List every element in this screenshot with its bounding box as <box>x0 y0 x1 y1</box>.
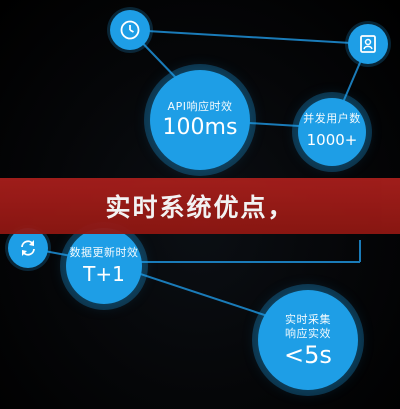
data-update-node: 数据更新时效 T+1 <box>66 228 142 304</box>
concurrent-users-label: 并发用户数 <box>303 112 361 125</box>
data-update-value: T+1 <box>83 262 125 286</box>
api-response-value: 100ms <box>162 115 238 140</box>
id-card-icon <box>360 35 376 53</box>
caption-text: 实时系统优点， <box>105 193 295 222</box>
id-card-icon-node <box>348 24 388 64</box>
data-update-label: 数据更新时效 <box>69 246 139 259</box>
api-response-label: API响应时效 <box>167 100 233 113</box>
refresh-icon-node <box>8 228 48 268</box>
connector-clock-to-idcard <box>129 29 369 45</box>
realtime-collect-node: 实时采集 响应实效 <5s <box>258 290 358 390</box>
refresh-icon <box>21 240 35 256</box>
clock-icon-node <box>110 10 150 50</box>
caption-banner: 实时系统优点， <box>0 178 400 234</box>
concurrent-users-node: 并发用户数 1000+ <box>298 98 366 166</box>
realtime-collect-label-1: 实时采集 <box>285 313 331 326</box>
api-response-node: API响应时效 100ms <box>150 70 250 170</box>
realtime-collect-value: <5s <box>284 341 332 369</box>
clock-icon <box>120 20 140 40</box>
concurrent-users-value: 1000+ <box>306 131 358 149</box>
realtime-collect-label-2: 响应实效 <box>285 327 331 340</box>
